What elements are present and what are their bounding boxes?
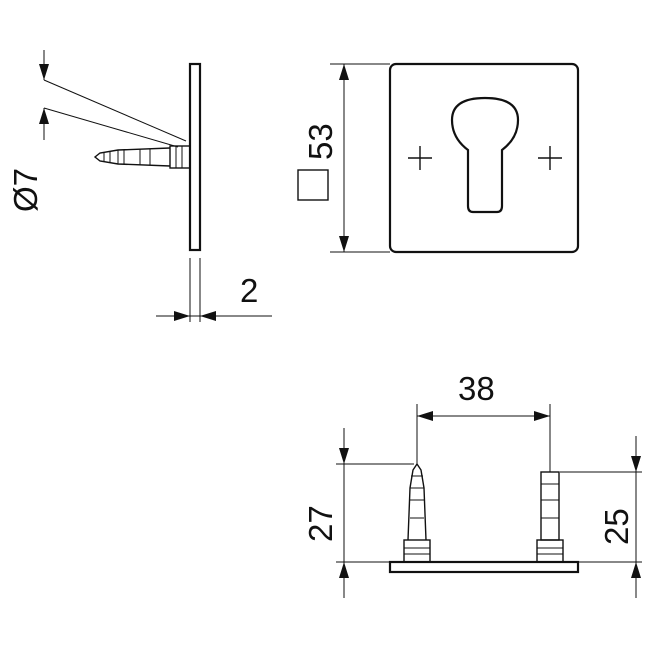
screw-mark-left <box>408 146 432 170</box>
right-height-arrow-bottom <box>631 562 641 578</box>
bottom-bolt-left <box>403 462 431 563</box>
spacing-arrow-right <box>534 411 550 421</box>
front-plate <box>388 62 580 254</box>
bottom-plate <box>388 560 580 574</box>
right-height-arrow-top <box>631 456 641 472</box>
side-bolt <box>93 145 191 169</box>
screw-mark-right <box>538 146 562 170</box>
square-dimension-symbol-icon <box>297 169 329 201</box>
diameter-arrow-top <box>39 64 49 80</box>
thickness-arrow-right <box>200 311 216 321</box>
dimension-diameter-label: Ø7 <box>7 168 44 212</box>
plate-size-arrow-top <box>339 64 349 80</box>
side-plate <box>188 62 202 252</box>
dimension-left-height-label: 27 <box>302 505 339 542</box>
plate-size-arrow-bottom <box>339 236 349 252</box>
bottom-bolt-right <box>536 471 564 563</box>
front-view: 53 <box>297 62 580 254</box>
dimension-right-height-label: 25 <box>598 508 635 545</box>
left-height-arrow-top <box>339 448 349 464</box>
diameter-leader-upper <box>43 79 187 142</box>
keyhole-cutout <box>450 96 520 214</box>
thickness-arrow-left <box>174 311 190 321</box>
spacing-arrow-left <box>417 411 433 421</box>
left-height-arrow-bottom <box>339 562 349 578</box>
diameter-leader-lower <box>43 107 179 148</box>
bottom-view: 38 27 25 <box>302 370 642 598</box>
diameter-arrow-bottom <box>39 108 49 124</box>
dimension-spacing-label: 38 <box>458 370 495 407</box>
side-view: Ø7 2 <box>7 50 272 322</box>
dimension-plate-size-label: 53 <box>302 123 339 160</box>
dimension-thickness-label: 2 <box>240 272 258 309</box>
